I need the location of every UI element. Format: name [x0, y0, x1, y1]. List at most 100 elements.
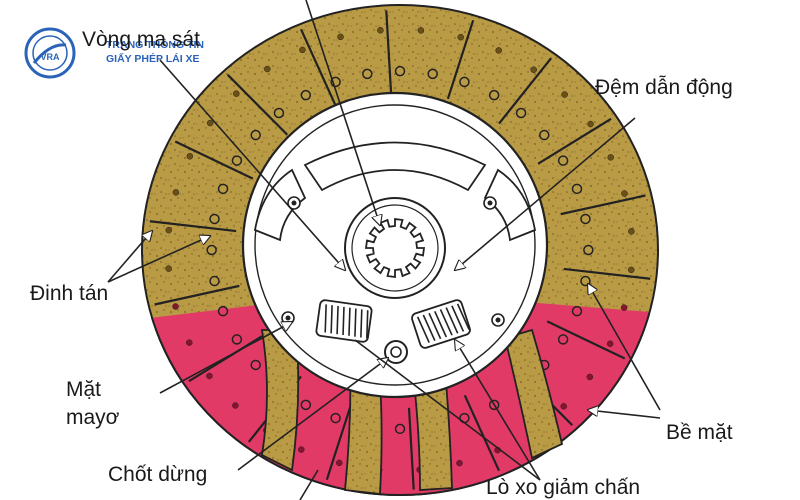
rivet-hole: [165, 265, 172, 272]
rivet-hole: [362, 68, 373, 80]
logo-line-2: GIẤY PHÉP LÁI XE: [106, 53, 200, 65]
spring-coil: [434, 310, 448, 338]
rivet-hole: [165, 226, 172, 234]
segment-slot: [154, 284, 240, 306]
rivet-hole: [620, 304, 628, 311]
label-friction-ring: Vòng ma sát: [82, 28, 200, 51]
label-drive-pad: Đệm dẫn động: [595, 76, 733, 99]
hub-plate: [241, 91, 549, 399]
rivet-hole: [172, 303, 179, 310]
rivet-hole: [621, 190, 628, 197]
leader-lines: [107, 0, 661, 500]
rivet-hole: [571, 305, 583, 317]
rivet-hole: [583, 244, 594, 256]
spring-coil: [324, 304, 327, 333]
rivet-hole: [557, 334, 569, 345]
rivet-hole: [231, 334, 243, 345]
spring-coil: [342, 306, 345, 336]
segment-slot: [446, 19, 475, 100]
label-mayo-face: Mặt mayơ: [66, 378, 120, 429]
spring-coil: [445, 307, 459, 334]
rivet-hole: [250, 359, 261, 371]
rivet-hole: [560, 403, 567, 410]
rivet-hole: [273, 107, 285, 119]
spring-coil: [354, 308, 357, 337]
rivet-hole: [561, 91, 568, 98]
rivet-hole: [172, 189, 180, 196]
rivet-hole: [607, 154, 614, 161]
spring-coil: [422, 314, 436, 342]
rivet-hole: [330, 412, 341, 424]
label-stop-pin: Chốt dừng: [108, 463, 208, 486]
spring-coil: [348, 307, 351, 336]
segment-slot: [188, 335, 263, 383]
rivet-hole: [209, 275, 220, 287]
rivet-hole: [495, 47, 502, 54]
segment-slot: [226, 74, 288, 136]
spring-coil: [439, 309, 453, 336]
rivet-hole: [206, 372, 213, 380]
segment-slot: [325, 400, 354, 481]
vra-emblem-icon: VRA: [24, 27, 76, 79]
rivet-hole: [300, 399, 312, 411]
segment-slot: [537, 117, 612, 165]
damper-spring-right: [411, 299, 471, 349]
rivet-hole: [186, 153, 194, 160]
rivet-hole: [586, 373, 594, 381]
rivet-hole: [209, 213, 220, 225]
rivet-hole: [571, 183, 583, 195]
rivet-holes: [165, 27, 635, 473]
segment-slot: [300, 28, 337, 106]
rivet-hole: [217, 183, 229, 195]
rivet-hole: [456, 459, 463, 467]
spring-coil: [428, 312, 442, 340]
pad-gaps: [260, 328, 564, 496]
rivet-hole: [231, 155, 243, 166]
rivet-hole: [587, 120, 594, 128]
rivet-hole: [206, 244, 217, 256]
rivet-hole: [394, 423, 406, 435]
rivet-hole: [206, 119, 214, 127]
rivet-hole: [515, 107, 527, 119]
rivet-hole: [337, 33, 344, 41]
rivet-hole: [233, 90, 240, 97]
segment-slot: [546, 320, 626, 360]
rivet-hole: [300, 89, 312, 101]
rivet-hole: [459, 76, 470, 88]
segment-slot: [385, 10, 393, 93]
rivet-hole: [250, 129, 261, 141]
rivet-hole: [394, 65, 406, 77]
spring-coil: [330, 305, 333, 334]
rivet-hole: [377, 27, 384, 34]
rivet-hole: [299, 46, 306, 54]
svg-text:VRA: VRA: [40, 52, 60, 62]
rivet-hole: [232, 402, 239, 409]
logo-line-1: TRANG THÔNG TIN: [106, 39, 204, 51]
damper-spring-left: [315, 299, 373, 343]
spring-coil: [360, 309, 363, 338]
spring-coil: [451, 305, 465, 332]
label-surface: Bề mặt: [666, 421, 733, 444]
spring-coil: [366, 310, 369, 339]
rivet-hole: [298, 446, 305, 453]
label-damper-spring: Lò xo giảm chấn: [486, 476, 641, 499]
rivet-hole: [417, 27, 425, 34]
segment-slot: [149, 220, 237, 233]
rivet-hole: [217, 305, 229, 317]
label-rivet: Đinh tán: [30, 282, 109, 305]
rivet-hole: [530, 66, 537, 73]
segment-slot: [498, 57, 553, 125]
spring-coil: [336, 305, 339, 335]
rivet-hole: [539, 129, 550, 141]
rivet-hole: [457, 33, 464, 41]
spring-coil: [416, 316, 430, 343]
rivet-hole: [628, 266, 635, 274]
rivet-hole: [186, 339, 193, 346]
vra-logo: VRA TRANG THÔNG TIN GIẤY PHÉP LÁI XE: [24, 27, 224, 81]
segment-slot: [560, 194, 646, 216]
rivet-hole: [580, 213, 591, 225]
spring-coil: [456, 303, 470, 330]
segment-slot: [174, 140, 254, 180]
rivet-hole: [557, 155, 569, 166]
